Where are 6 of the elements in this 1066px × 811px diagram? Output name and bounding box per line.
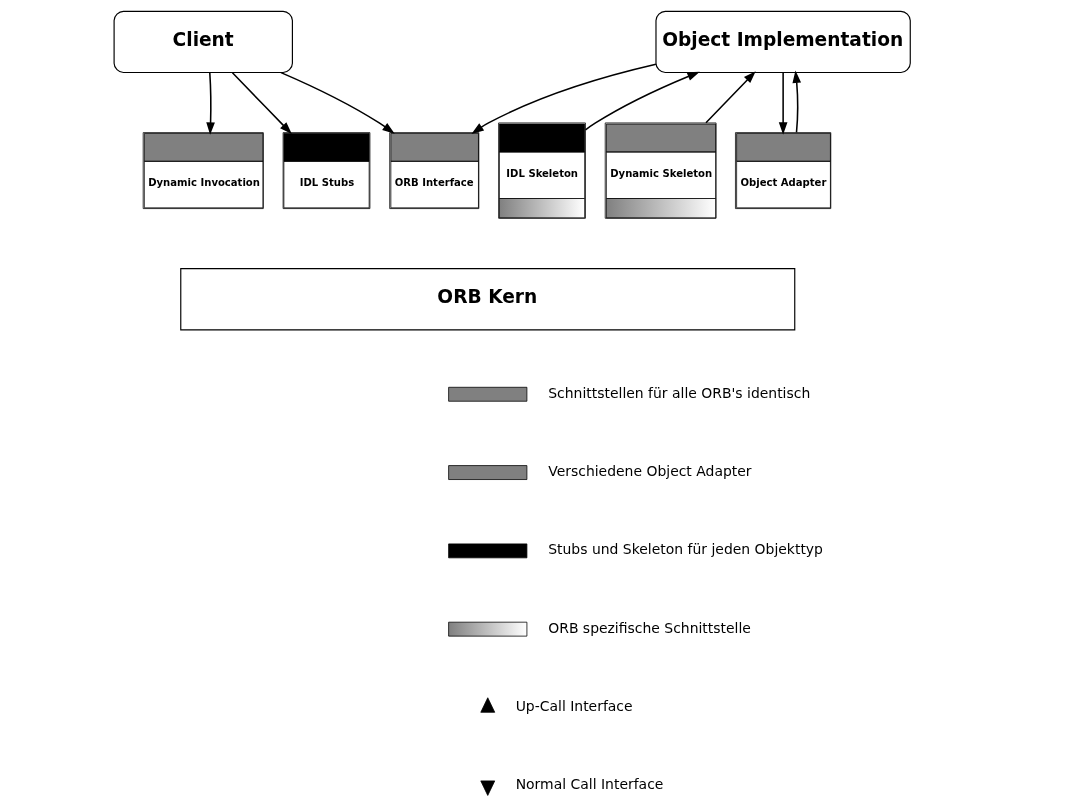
legend-label: Stubs und Skeleton für jeden Objekttyp [547, 541, 823, 558]
legend-label: ORB spezifische Schnittstelle [547, 619, 751, 636]
legend-label: Verschiedene Object Adapter [547, 462, 752, 479]
legend-label: Schnittstellen für alle ORB's identisch [547, 384, 810, 401]
legend-label: Normal Call Interface [515, 776, 663, 793]
legend-label: Up-Call Interface [515, 697, 633, 714]
